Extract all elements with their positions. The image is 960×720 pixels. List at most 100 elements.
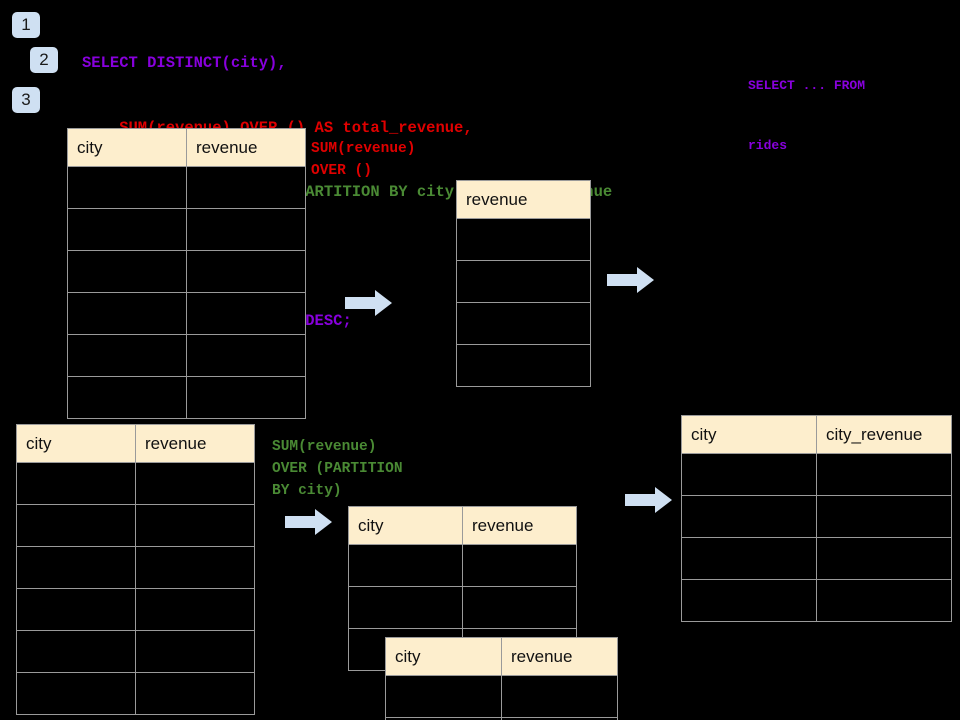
table-row	[67, 250, 306, 293]
cell	[501, 675, 618, 718]
table-source-top: city revenue	[67, 128, 306, 419]
sql-side-line-2: rides	[748, 138, 788, 153]
table-total-revenue: revenue	[456, 180, 591, 387]
cell	[456, 260, 591, 303]
cell	[67, 250, 187, 293]
cell	[816, 579, 952, 622]
table-row	[67, 292, 306, 335]
cell	[67, 376, 187, 419]
arrow-right-icon-1	[345, 288, 393, 318]
cell	[186, 250, 306, 293]
cell	[135, 504, 255, 547]
table-row	[16, 630, 255, 673]
table-row	[681, 537, 952, 580]
cell	[456, 302, 591, 345]
cell	[67, 292, 187, 335]
table-header-row: revenue	[456, 180, 591, 219]
annotation-total-window: SUM(revenue) OVER ()	[311, 141, 416, 179]
table-header-row: city revenue	[348, 506, 577, 545]
sql-line-select: SELECT DISTINCT(city),	[82, 54, 287, 72]
table-row	[681, 453, 952, 496]
table-row	[456, 260, 591, 303]
sql-side-note: SELECT ... FROM rides	[748, 36, 865, 196]
table-header-row: city revenue	[67, 128, 306, 167]
cell	[186, 208, 306, 251]
table-row	[456, 218, 591, 261]
cell	[135, 462, 255, 505]
cell	[462, 544, 577, 587]
table-row	[16, 462, 255, 505]
cell	[385, 675, 502, 718]
cell	[16, 546, 136, 589]
cell	[816, 537, 952, 580]
column-header-city: city	[681, 415, 817, 454]
cell	[186, 166, 306, 209]
cell	[816, 495, 952, 538]
step-badge-1: 1	[12, 12, 40, 38]
cell	[501, 717, 618, 720]
cell	[816, 453, 952, 496]
cell	[67, 334, 187, 377]
table-row	[456, 344, 591, 387]
cell	[67, 166, 187, 209]
column-header-revenue: revenue	[135, 424, 255, 463]
table-header-row: city city_revenue	[681, 415, 952, 454]
cell	[16, 588, 136, 631]
cell	[16, 672, 136, 715]
cell	[681, 579, 817, 622]
cell	[135, 546, 255, 589]
cell	[348, 544, 463, 587]
table-row	[16, 672, 255, 715]
cell	[16, 462, 136, 505]
cell	[135, 630, 255, 673]
table-source-bottom: city revenue	[16, 424, 255, 715]
cell	[681, 495, 817, 538]
cell	[16, 630, 136, 673]
table-row	[67, 334, 306, 377]
table-result: city city_revenue	[681, 415, 952, 622]
table-row	[348, 544, 577, 587]
table-partition-group-a: city revenue	[348, 506, 577, 671]
table-row	[385, 675, 618, 718]
arrow-right-icon-3	[285, 507, 333, 537]
table-row	[67, 376, 306, 419]
cell	[681, 453, 817, 496]
table-row	[16, 504, 255, 547]
cell	[681, 537, 817, 580]
cell	[462, 586, 577, 629]
table-row	[681, 579, 952, 622]
table-row	[67, 166, 306, 209]
column-header-city: city	[67, 128, 187, 167]
table-row	[16, 588, 255, 631]
cell	[186, 292, 306, 335]
cell	[135, 672, 255, 715]
step-badge-3: 3	[12, 87, 40, 113]
arrow-right-icon-2	[607, 265, 655, 295]
table-row	[16, 546, 255, 589]
sql-side-line-1: SELECT ... FROM	[748, 78, 866, 93]
cell	[67, 208, 187, 251]
column-header-city: city	[348, 506, 463, 545]
column-header-revenue: revenue	[462, 506, 577, 545]
column-header-revenue: revenue	[186, 128, 306, 167]
table-header-row: city revenue	[385, 637, 618, 676]
cell	[186, 334, 306, 377]
column-header-city: city	[16, 424, 136, 463]
table-partition-group-b: city revenue	[385, 637, 618, 720]
column-header-city: city	[385, 637, 502, 676]
table-row	[385, 717, 618, 720]
column-header-revenue: revenue	[456, 180, 591, 219]
table-header-row: city revenue	[16, 424, 255, 463]
table-row	[681, 495, 952, 538]
column-header-city-revenue: city_revenue	[816, 415, 952, 454]
annotation-partition-window: SUM(revenue) OVER (PARTITION BY city)	[272, 439, 403, 499]
table-row	[348, 586, 577, 629]
cell	[16, 504, 136, 547]
arrow-right-icon-4	[625, 485, 673, 515]
cell	[456, 344, 591, 387]
cell	[186, 376, 306, 419]
column-header-revenue: revenue	[501, 637, 618, 676]
cell	[456, 218, 591, 261]
step-badge-2: 2	[30, 47, 58, 73]
